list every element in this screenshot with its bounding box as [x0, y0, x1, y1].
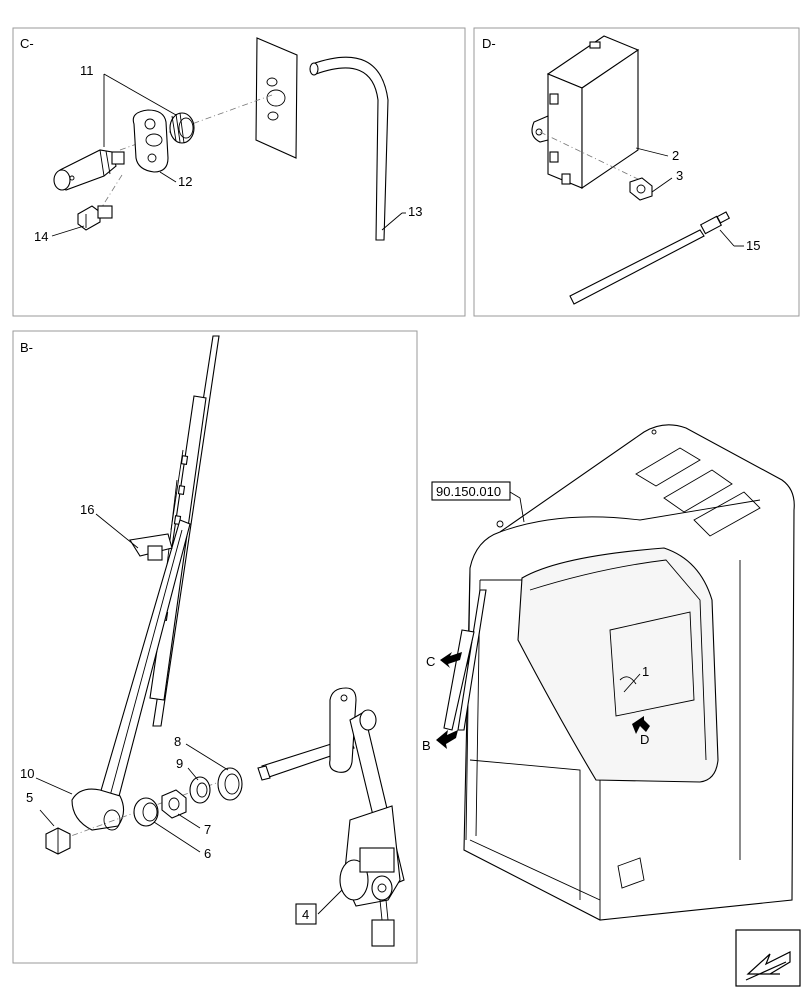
callout-7: 7	[204, 822, 211, 837]
panel-d-label: D-	[482, 36, 496, 51]
callout-13: 13	[408, 204, 422, 219]
callout-9: 9	[176, 756, 183, 771]
view-label-c: C	[426, 654, 435, 669]
control-module	[531, 35, 640, 190]
callout-4: 4	[302, 907, 309, 922]
view-label-d: D	[640, 732, 649, 747]
panel-c-label: C-	[20, 36, 34, 51]
callout-14: 14	[34, 229, 48, 244]
callout-6: 6	[204, 846, 211, 861]
callout-15: 15	[746, 238, 760, 253]
view-arrow-c: C	[426, 652, 462, 669]
bolt	[77, 205, 113, 231]
callout-16: 16	[80, 502, 94, 517]
lock-nut	[161, 789, 187, 819]
nut	[169, 112, 195, 144]
hose	[309, 56, 389, 241]
view-arrow-d: D	[632, 716, 650, 747]
blade-clip	[129, 533, 173, 561]
callout-2: 2	[672, 148, 679, 163]
callout-10: 10	[20, 766, 34, 781]
panel-c: C-	[12, 27, 466, 317]
panel-c-frame	[12, 27, 466, 317]
panel-b-label: B-	[20, 340, 33, 355]
bracket	[132, 109, 169, 173]
callout-12: 12	[178, 174, 192, 189]
next-page-arrow-icon[interactable]	[735, 929, 801, 987]
callout-5: 5	[26, 790, 33, 805]
cap	[133, 797, 159, 827]
callout-3: 3	[676, 168, 683, 183]
panel-b-frame	[12, 330, 418, 964]
tube	[569, 211, 731, 305]
panel-d-frame	[473, 27, 800, 317]
view-label-b: B	[422, 738, 431, 753]
callout-11: 11	[80, 63, 94, 78]
reference-box	[431, 481, 511, 501]
arm-head	[71, 788, 125, 831]
pivot-shaft	[53, 149, 125, 191]
reference-code[interactable]: 90.150.010	[436, 484, 501, 499]
screw	[629, 177, 653, 201]
washer	[189, 776, 211, 804]
callout-4-box	[295, 903, 317, 925]
callout-8: 8	[174, 734, 181, 749]
panel-b: B-	[12, 330, 418, 964]
callout-1: 1	[642, 664, 649, 679]
hex-nut	[45, 827, 71, 855]
bushing	[217, 767, 243, 801]
cab-overview: 90.150.010 C B D 1	[422, 424, 795, 921]
gasket-plate	[255, 37, 298, 159]
wiper-motor	[257, 687, 405, 947]
view-arrow-b: B	[422, 730, 458, 753]
panel-d: D- 2 3 15	[473, 27, 800, 317]
